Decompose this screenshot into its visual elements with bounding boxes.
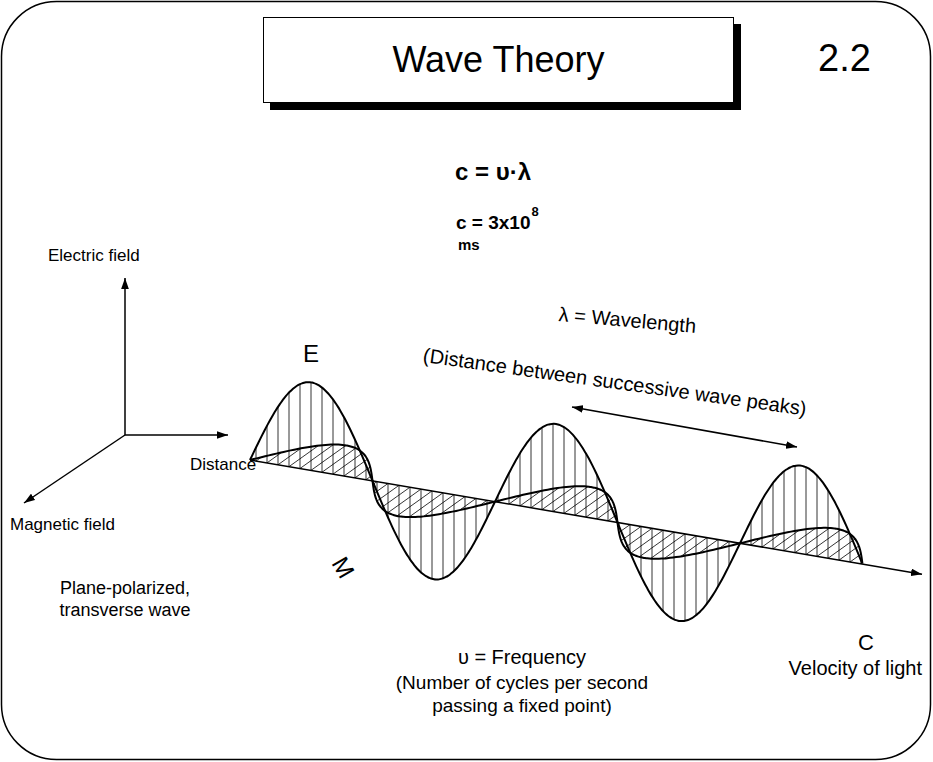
electric-hatching bbox=[432, 491, 433, 579]
electric-hatching bbox=[575, 437, 576, 515]
distance-axis bbox=[125, 434, 228, 436]
magnetic-hatching bbox=[311, 445, 346, 470]
quantity-note: (Number of cycles per second passing a f… bbox=[372, 672, 672, 718]
electric-hatching bbox=[718, 540, 719, 587]
equation: c = 3x10 bbox=[456, 212, 531, 235]
electric-hatching bbox=[289, 393, 290, 467]
electric-hatching bbox=[641, 526, 642, 576]
electric-hatching bbox=[553, 424, 554, 512]
magnetic-hatching bbox=[575, 493, 606, 515]
electric-hatching bbox=[421, 489, 422, 572]
electric-hatching bbox=[564, 427, 565, 513]
axis-label: Electric field bbox=[48, 246, 140, 266]
unit: ms bbox=[458, 236, 480, 254]
electric-hatching bbox=[817, 475, 818, 556]
electric-hatching bbox=[311, 382, 312, 470]
electric-hatching bbox=[300, 384, 301, 468]
axis-label: Magnetic field bbox=[10, 515, 115, 535]
magnetic-hatching bbox=[817, 533, 849, 556]
electric-hatching bbox=[333, 399, 334, 474]
title-box: Wave Theory bbox=[263, 17, 734, 103]
electric-hatching bbox=[278, 407, 279, 465]
electric-hatching bbox=[696, 536, 697, 616]
magnetic-hatching bbox=[631, 530, 663, 553]
electric-hatching bbox=[784, 471, 785, 551]
magnetic-hatching bbox=[650, 534, 685, 559]
electric-hatching bbox=[685, 534, 686, 621]
electric-hatching bbox=[762, 500, 763, 547]
electric-hatching bbox=[476, 498, 477, 539]
electric-hatching bbox=[520, 453, 521, 506]
magnetic-hatching bbox=[553, 487, 588, 512]
magnetic-hatching bbox=[625, 528, 652, 547]
electric-hatching bbox=[806, 467, 807, 554]
velocity-letter: C bbox=[858, 630, 874, 656]
magnetic-hatching bbox=[333, 453, 363, 474]
magnetic-hatching bbox=[322, 448, 356, 472]
electric-hatching bbox=[399, 485, 400, 540]
electric-hatching bbox=[443, 493, 444, 579]
electric-hatching bbox=[630, 525, 631, 553]
electric-hatching bbox=[267, 426, 268, 463]
wave-illustration bbox=[250, 382, 922, 621]
electric-hatching bbox=[509, 473, 510, 504]
title-text: Wave Theory bbox=[392, 38, 604, 81]
magnetic-hatching bbox=[639, 532, 674, 557]
magnetic-hatching bbox=[397, 491, 432, 516]
electric-hatching bbox=[839, 510, 840, 560]
wave-type-note: Plane-polarized, transverse wave bbox=[40, 578, 210, 621]
magnetic-hatching bbox=[806, 530, 841, 555]
field-letter: E bbox=[303, 340, 319, 369]
magnetic-wave bbox=[250, 445, 862, 564]
magnetic-hatching bbox=[564, 489, 598, 514]
magnetic-hatching bbox=[388, 489, 421, 513]
electric-axis bbox=[124, 278, 126, 435]
electric-hatching bbox=[674, 532, 675, 619]
electric-wave bbox=[250, 382, 862, 621]
magnetic-hatching bbox=[586, 499, 611, 517]
magnetic-hatching bbox=[828, 539, 855, 558]
electric-hatching bbox=[322, 388, 323, 473]
electric-hatching bbox=[795, 466, 796, 553]
quantity-label: υ = Frequency bbox=[458, 645, 586, 669]
magnetic-axis bbox=[24, 435, 125, 503]
quantity-label: Velocity of light bbox=[789, 656, 922, 680]
magnetic-hatching bbox=[381, 487, 410, 508]
axis-label: Distance bbox=[190, 455, 256, 475]
equation: c = υ·λ bbox=[455, 158, 531, 187]
electric-hatching bbox=[597, 475, 598, 519]
electric-hatching bbox=[454, 495, 455, 571]
magnetic-hatching bbox=[795, 528, 830, 553]
slide-number: 2.2 bbox=[818, 36, 871, 82]
electric-hatching bbox=[542, 427, 543, 509]
electric-hatching bbox=[410, 487, 411, 559]
electric-hatching bbox=[850, 534, 851, 562]
electric-hatching bbox=[531, 438, 532, 508]
electric-hatching bbox=[663, 530, 664, 611]
superscript: 8 bbox=[532, 204, 539, 220]
